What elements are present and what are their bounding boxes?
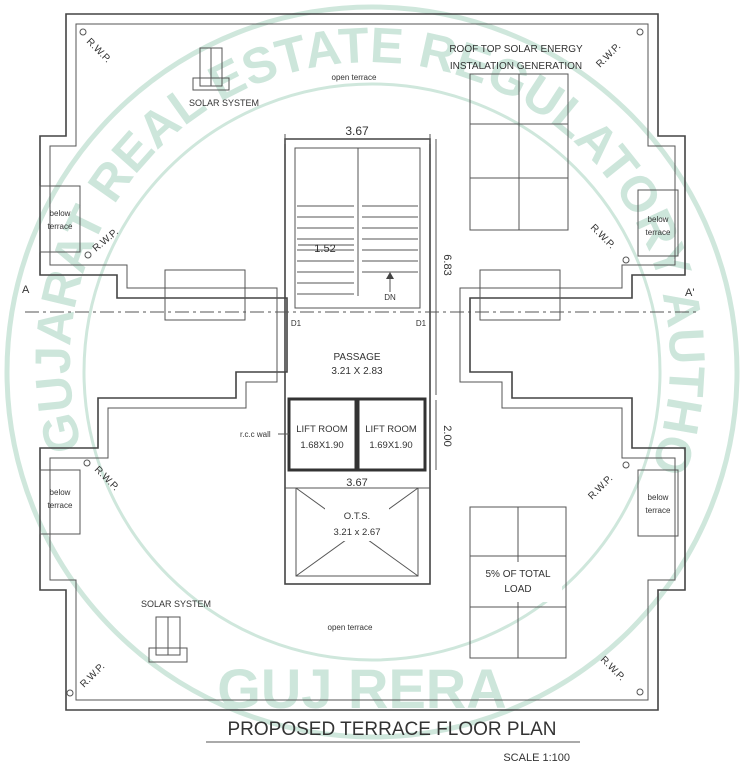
- door-left: D1: [291, 319, 302, 328]
- svg-text:R.W.P.: R.W.P.: [84, 36, 113, 65]
- plan-scale: SCALE 1:100: [503, 752, 570, 764]
- passage-size: 3.21 X 2.83: [331, 366, 383, 377]
- svg-text:INSTALATION GENERATION: INSTALATION GENERATION: [450, 61, 582, 72]
- section-line: A A': [22, 284, 700, 313]
- svg-text:6.83: 6.83: [441, 254, 453, 275]
- svg-text:terrace: terrace: [646, 506, 671, 515]
- svg-text:R.W.P.: R.W.P.: [588, 222, 617, 251]
- svg-text:5% OF TOTAL: 5% OF TOTAL: [485, 569, 550, 580]
- below-terrace-top-right: below terrace: [637, 189, 679, 257]
- passage-label: PASSAGE: [333, 352, 380, 363]
- solar-system-label-bottom: SOLAR SYSTEM: [141, 599, 211, 609]
- lift-room-1-size: 1.68X1.90: [300, 440, 343, 451]
- dim-lift-height: 2.00: [435, 400, 453, 470]
- ots-width-dim: 3.67: [346, 477, 367, 489]
- rwp-bottom-right: R.W.P.: [598, 654, 644, 696]
- ots-size: 3.21 x 2.67: [333, 527, 380, 538]
- ots-shaft: 3.67 O.T.S. 3.21 x 2.67: [285, 477, 430, 577]
- svg-text:ROOF TOP SOLAR ENERGY: ROOF TOP SOLAR ENERGY: [449, 44, 583, 55]
- svg-text:terrace: terrace: [48, 222, 73, 231]
- open-terrace-top: open terrace: [332, 73, 377, 82]
- svg-text:below: below: [648, 493, 669, 502]
- rwp-bottom-left: R.W.P.: [66, 661, 107, 697]
- section-label-right: A': [685, 287, 694, 299]
- passage: PASSAGE 3.21 X 2.83: [331, 352, 383, 377]
- solar-system-top: SOLAR SYSTEM: [189, 47, 259, 108]
- below-terrace-bottom-right: below terrace: [637, 469, 679, 537]
- rwp-top-left: R.W.P.: [79, 28, 113, 65]
- load-panel-grid: 5% OF TOTAL LOAD: [469, 506, 567, 659]
- stair-width-dim: 1.52: [314, 243, 335, 255]
- open-terrace-bottom: open terrace: [328, 623, 373, 632]
- dim-top-width: 3.67: [284, 124, 431, 144]
- ots-label: O.T.S.: [344, 511, 370, 522]
- section-label-left: A: [22, 284, 30, 296]
- rcc-wall-callout: r.c.c wall: [240, 430, 289, 439]
- solar-system-bottom: SOLAR SYSTEM: [141, 599, 211, 663]
- svg-text:R.W.P.: R.W.P.: [92, 464, 121, 493]
- below-terrace-bottom-left: below terrace: [39, 469, 81, 535]
- svg-text:LOAD: LOAD: [504, 584, 531, 595]
- solar-system-label-top: SOLAR SYSTEM: [189, 98, 259, 108]
- svg-text:R.W.P.: R.W.P.: [78, 661, 107, 690]
- title-block: PROPOSED TERRACE FLOOR PLAN SCALE 1:100: [206, 719, 580, 764]
- below-terrace-top-left: below terrace: [39, 185, 81, 253]
- svg-text:2.00: 2.00: [441, 425, 453, 446]
- svg-text:terrace: terrace: [646, 228, 671, 237]
- outer-wall: [39, 13, 686, 711]
- roof-solar-panels: ROOF TOP SOLAR ENERGY INSTALATION GENERA…: [449, 44, 583, 231]
- svg-text:below: below: [50, 488, 71, 497]
- lift-room-2-size: 1.69X1.90: [369, 440, 412, 451]
- svg-text:R.W.P.: R.W.P.: [598, 654, 627, 683]
- lift-room-2-label: LIFT ROOM: [365, 424, 417, 435]
- door-right: D1: [416, 319, 427, 328]
- svg-text:terrace: terrace: [48, 501, 73, 510]
- rwp-lower-left: R.W.P.: [83, 459, 121, 493]
- dn-label: DN: [384, 293, 396, 302]
- svg-text:below: below: [648, 215, 669, 224]
- plan-title: PROPOSED TERRACE FLOOR PLAN: [227, 719, 556, 740]
- svg-text:below: below: [50, 209, 71, 218]
- rwp-top-right: R.W.P.: [594, 28, 644, 70]
- lift-room-1-label: LIFT ROOM: [296, 424, 348, 435]
- dim-height: 6.83: [435, 139, 453, 395]
- svg-text:R.W.P.: R.W.P.: [586, 473, 615, 502]
- lift-rooms: LIFT ROOM 1.68X1.90 LIFT ROOM 1.69X1.90: [287, 397, 427, 472]
- svg-text:R.W.P.: R.W.P.: [594, 41, 623, 70]
- rwp-lower-right: R.W.P.: [586, 461, 630, 502]
- svg-text:3.67: 3.67: [345, 124, 369, 138]
- svg-text:r.c.c wall: r.c.c wall: [240, 430, 271, 439]
